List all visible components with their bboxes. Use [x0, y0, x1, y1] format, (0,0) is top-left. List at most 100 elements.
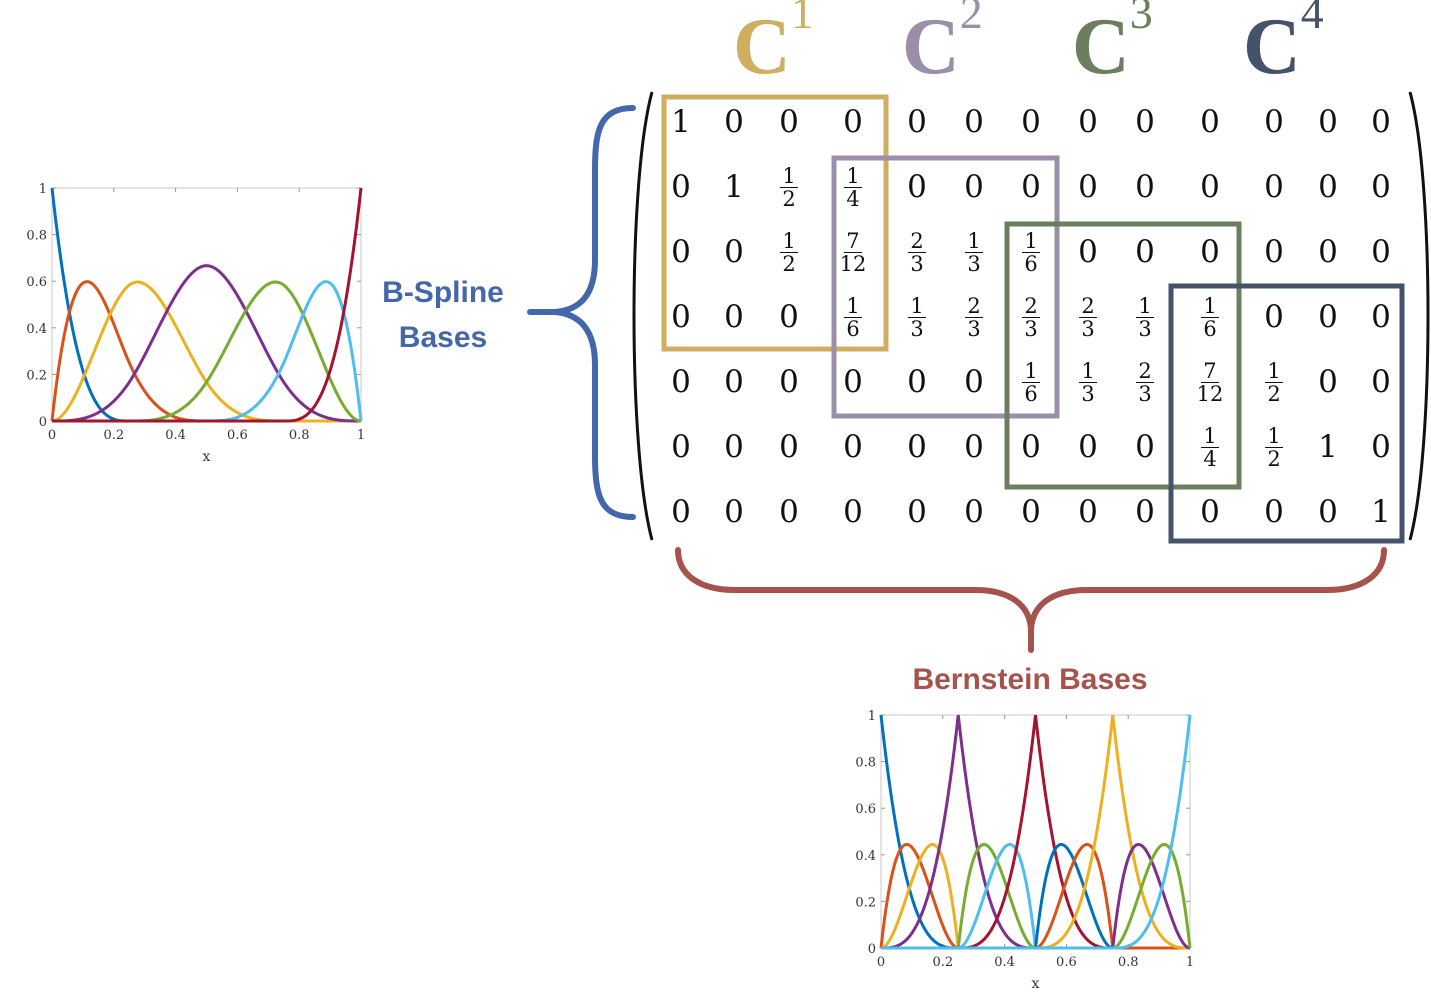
numerator: 1 [965, 228, 983, 253]
numerator: 1 [1079, 358, 1097, 383]
denominator: 3 [1138, 316, 1152, 341]
series-line-n7 [52, 187, 363, 423]
denominator: 3 [1024, 316, 1038, 341]
matrix-cell: 0 [1200, 234, 1220, 270]
matrix-cell: 0 [964, 429, 984, 465]
matrix-cell: 0 [1078, 169, 1098, 205]
numerator: 1 [1265, 423, 1283, 448]
numerator: 2 [1079, 293, 1097, 318]
continuity-blocks [661, 94, 1405, 544]
continuity-label-order: 2 [959, 0, 983, 38]
denominator: 2 [782, 251, 796, 276]
x-tick-label: 0.8 [1118, 955, 1139, 970]
matrix-cell: 1 [671, 104, 691, 140]
continuity-label-order: 1 [790, 0, 814, 38]
numerator: 1 [1022, 358, 1040, 383]
matrix-cell: 0 [964, 104, 984, 140]
bernstein-brace [675, 547, 1387, 653]
bspline-label-line2: Bases [398, 321, 488, 354]
matrix-cell: 0 [843, 364, 863, 400]
numerator: 1 [1201, 423, 1219, 448]
matrix-cell: 0 [779, 429, 799, 465]
numerator: 2 [965, 293, 983, 318]
numerator: 1 [780, 228, 798, 253]
matrix-cell: 0 [1021, 169, 1041, 205]
numerator: 2 [908, 228, 926, 253]
series-line-b7 [881, 714, 1190, 950]
matrix-cell: 0 [1078, 234, 1098, 270]
matrix-cell: 0 [671, 494, 691, 530]
denominator: 12 [1196, 381, 1224, 406]
numerator: 7 [844, 228, 862, 253]
matrix-cell: 0 [1318, 494, 1338, 530]
block-box-c2 [831, 155, 1060, 419]
numerator: 2 [1022, 293, 1040, 318]
denominator: 4 [846, 186, 860, 211]
numerator: 1 [1201, 293, 1219, 318]
x-tick-label: 0.6 [1056, 955, 1077, 970]
denominator: 6 [1024, 381, 1038, 406]
matrix-cell: 0 [779, 494, 799, 530]
matrix-cell: 0 [1078, 494, 1098, 530]
matrix-cell: 0 [1371, 169, 1391, 205]
denominator: 6 [1203, 316, 1217, 341]
matrix-cell: 0 [1371, 299, 1391, 335]
x-axis-label: x [203, 449, 211, 465]
x-tick-label: 1 [1186, 955, 1194, 970]
y-tick-label: 0.6 [26, 275, 47, 290]
y-tick-label: 0.8 [855, 756, 876, 771]
denominator: 3 [1081, 381, 1095, 406]
continuity-label-base: C [902, 3, 960, 91]
denominator: 3 [1081, 316, 1095, 341]
series-line-b10 [881, 714, 1190, 950]
matrix-cell: 0 [724, 234, 744, 270]
matrix-cell: 1 [1318, 429, 1338, 465]
x-tick-label: 0.4 [994, 955, 1015, 970]
matrix-cell: 0 [1264, 299, 1284, 335]
matrix-cell: 0 [843, 104, 863, 140]
numerator: 1 [844, 163, 862, 188]
matrix-cell: 0 [964, 169, 984, 205]
denominator: 3 [1138, 381, 1152, 406]
y-tick-label: 0.4 [855, 849, 876, 864]
x-tick-label: 0.8 [289, 428, 310, 443]
matrix-cell: 0 [779, 104, 799, 140]
y-tick-label: 1 [39, 182, 47, 197]
matrix-cell: 0 [1135, 169, 1155, 205]
matrix-cell: 0 [779, 299, 799, 335]
matrix-cell: 0 [1200, 169, 1220, 205]
matrix-cell: 0 [1264, 494, 1284, 530]
matrix-cell: 0 [907, 429, 927, 465]
bspline-label-line1: B-Spline [382, 276, 504, 309]
bernstein-label: Bernstein Bases [912, 663, 1148, 696]
matrix-cell: 0 [724, 364, 744, 400]
x-tick-label: 0.4 [165, 428, 186, 443]
x-axis-label: x [1032, 976, 1040, 992]
continuity-label-order: 3 [1129, 0, 1153, 38]
matrix-cell: 0 [1318, 169, 1338, 205]
series-line-b4 [881, 714, 1190, 950]
matrix-cell: 0 [1264, 104, 1284, 140]
